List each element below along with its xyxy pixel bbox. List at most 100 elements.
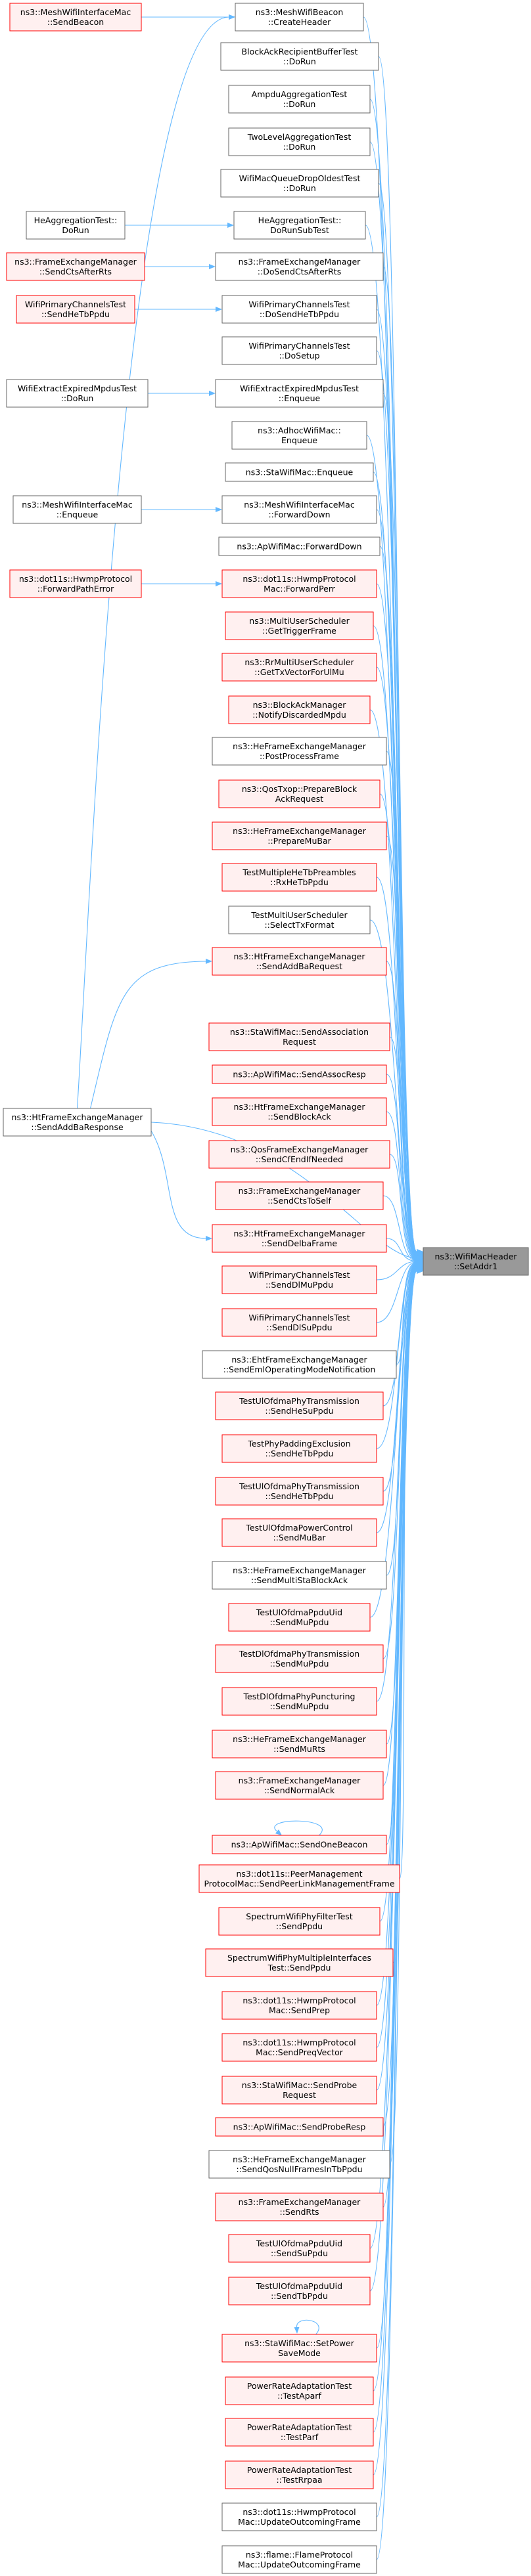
- node-label-line: ::SendSuPpdu: [271, 2248, 328, 2258]
- node-label-line: Test::SendPpdu: [267, 1963, 331, 1973]
- node-adhocenq[interactable]: ns3::AdhocWifiMac::Enqueue: [231, 421, 367, 450]
- node-htfemdelba[interactable]: ns3::HtFrameExchangeManager::SendDelbaFr…: [212, 1224, 387, 1253]
- node-flameupdate[interactable]: ns3::flame::FlameProtocolMac::UpdateOutc…: [221, 2545, 377, 2574]
- node-wifiextractdorun[interactable]: WifiExtractExpiredMpdusTest::DoRun: [6, 379, 149, 408]
- node-box: [218, 1907, 381, 1936]
- node-heaggdorun[interactable]: HeAggregationTest::DoRun: [26, 211, 126, 240]
- node-hwmppreq[interactable]: ns3::dot11s::HwmpProtocolMac::SendPreqVe…: [221, 2033, 377, 2062]
- node-htfemaddbaresp[interactable]: ns3::HtFrameExchangeManager::SendAddBaRe…: [3, 1108, 152, 1137]
- node-blockackbuf[interactable]: BlockAckRecipientBufferTest::DoRun: [220, 42, 379, 71]
- node-staenq[interactable]: ns3::StaWifiMac::Enqueue: [225, 462, 374, 482]
- node-apfwd[interactable]: ns3::ApWifiMac::ForwardDown: [218, 536, 381, 556]
- node-hwmpfwdperr[interactable]: ns3::dot11s::HwmpProtocol::ForwardPathEr…: [9, 569, 142, 598]
- edge-qosfemcfend: [389, 1154, 423, 1263]
- node-label-line: PowerRateAdaptationTest: [247, 2422, 352, 2432]
- node-label-line: ::SendBlockAck: [267, 1112, 331, 1122]
- node-testdlofdmmu[interactable]: TestDlOfdmaPhyTransmission::SendMuPpdu: [215, 1644, 384, 1673]
- node-htfemaddba[interactable]: ns3::HtFrameExchangeManager::SendAddBaRe…: [212, 947, 387, 976]
- node-meshenq[interactable]: ns3::MeshWifiInterfaceMac::Enqueue: [12, 495, 142, 524]
- node-label-line: BlockAckRecipientBufferTest: [242, 47, 358, 56]
- node-wpcdosend[interactable]: WifiPrimaryChannelsTest::DoSendHeTbPpdu: [221, 295, 377, 324]
- node-hefemqosnull[interactable]: ns3::HeFrameExchangeManager::SendQosNull…: [208, 2150, 390, 2179]
- node-label-line: WifiPrimaryChannelsTest: [248, 341, 350, 351]
- node-mususched[interactable]: ns3::MultiUserScheduler::GetTriggerFrame: [225, 611, 374, 640]
- node-wpcsendhetb[interactable]: WifiPrimaryChannelsTest::SendHeTbPpdu: [16, 295, 135, 324]
- node-label-line: ::SendMuPpdu: [270, 1701, 329, 1711]
- node-hefempost[interactable]: ns3::HeFrameExchangeManager::PostProcess…: [212, 737, 387, 766]
- node-peerlink[interactable]: ns3::dot11s::PeerManagementProtocolMac::…: [198, 1864, 400, 1893]
- node-hefemmultista[interactable]: ns3::HeFrameExchangeManager::SendMultiSt…: [212, 1561, 387, 1590]
- node-ehtfememlsr[interactable]: ns3::EhtFrameExchangeManager::SendEmlOpe…: [202, 1350, 397, 1379]
- node-patAparf[interactable]: PowerRateAdaptationTest::TestAparf: [225, 2376, 374, 2405]
- node-label-line: ns3::ApWifiMac::SendOneBeacon: [231, 1840, 368, 1850]
- node-twolevel[interactable]: TwoLevelAggregationTest::DoRun: [228, 127, 371, 156]
- node-box: [208, 1022, 390, 1051]
- node-label-line: ::SendEmlOperatingModeNotification: [223, 1364, 376, 1374]
- node-box: [215, 1477, 384, 1506]
- node-box: [221, 1687, 377, 1716]
- node-label-line: ::TestRrpaa: [276, 2475, 322, 2485]
- node-blockackmgr[interactable]: ns3::BlockAckManager::NotifyDiscardedMpd…: [228, 695, 371, 724]
- node-spectrumfilter[interactable]: SpectrumWifiPhyFilterTest::SendPpdu: [218, 1907, 381, 1936]
- node-patRrpaa[interactable]: PowerRateAdaptationTest::TestRrpaa: [225, 2460, 374, 2489]
- node-femrts[interactable]: ns3::FrameExchangeManager::SendRts: [215, 2193, 384, 2221]
- node-box: [221, 1308, 377, 1337]
- node-testmultihe[interactable]: TestMultipleHeTbPreambles::RxHeTbPpdu: [221, 863, 377, 892]
- node-ampduagg[interactable]: AmpduAggregationTest::DoRun: [228, 85, 371, 114]
- node-apassoc[interactable]: ns3::ApWifiMac::SendAssocResp: [212, 1064, 387, 1084]
- node-wifiextractenq[interactable]: WifiExtractExpiredMpdusTest::Enqueue: [215, 379, 384, 408]
- node-patParf[interactable]: PowerRateAdaptationTest::TestParf: [225, 2418, 374, 2447]
- node-label-line: ns3::WifiMacHeader: [434, 1252, 517, 1261]
- node-target[interactable]: ns3::WifiMacHeader::SetAddr1: [423, 1247, 529, 1276]
- node-htfemblock[interactable]: ns3::HtFrameExchangeManager::SendBlockAc…: [212, 1097, 387, 1126]
- node-rrmu[interactable]: ns3::RrMultiUserScheduler::GetTxVectorFo…: [221, 653, 377, 682]
- node-testulsu[interactable]: TestUlOfdmaPpduUid::SendSuPpdu: [228, 2234, 371, 2263]
- node-label-line: ns3::QosTxop::PrepareBlock: [242, 784, 358, 794]
- node-testulofdmhetb[interactable]: TestUlOfdmaPhyTransmission::SendHeTbPpdu: [215, 1477, 384, 1506]
- node-meshsendbeacon[interactable]: ns3::MeshWifiInterfaceMac::SendBeacon: [9, 3, 142, 32]
- node-box: [228, 2277, 371, 2305]
- node-box: [215, 379, 384, 408]
- node-meshfwd[interactable]: ns3::MeshWifiInterfaceMac::ForwardDown: [221, 495, 377, 524]
- node-approbe[interactable]: ns3::ApWifiMac::SendProbeResp: [215, 2117, 384, 2137]
- node-hwmpupdate[interactable]: ns3::dot11s::HwmpProtocolMac::UpdateOutc…: [221, 2502, 377, 2531]
- node-label-line: ::GetTriggerFrame: [262, 626, 336, 636]
- node-testulpower[interactable]: TestUlOfdmaPowerControl::SendMuBar: [221, 1518, 377, 1547]
- node-femctsself[interactable]: ns3::FrameExchangeManager::SendCtsToSelf: [215, 1181, 384, 1210]
- node-femsendcts[interactable]: ns3::FrameExchangeManager::SendCtsAfterR…: [6, 252, 145, 281]
- node-testulppduuid[interactable]: TestUlOfdmaPpduUid::SendMuPpdu: [228, 1603, 371, 1632]
- node-label-line: ::DoSetup: [279, 351, 319, 360]
- node-testulofdmhesu[interactable]: TestUlOfdmaPhyTransmission::SendHeSuPpdu: [215, 1391, 384, 1420]
- node-box: [225, 462, 374, 482]
- node-wpcdlmu[interactable]: WifiPrimaryChannelsTest::SendDlMuPpdu: [221, 1265, 377, 1294]
- node-wpcsetup[interactable]: WifiPrimaryChannelsTest::DoSetup: [221, 336, 377, 365]
- node-testphypad[interactable]: TestPhyPaddingExclusion::SendHeTbPpdu: [221, 1434, 377, 1463]
- node-testultb[interactable]: TestUlOfdmaPpduUid::SendTbPpdu: [228, 2277, 371, 2305]
- node-box: [26, 211, 126, 240]
- node-testmusel[interactable]: TestMultiUserScheduler::SelectTxFormat: [228, 906, 371, 934]
- node-heaggsub[interactable]: HeAggregationTest::DoRunSubTest: [233, 211, 366, 240]
- node-label-line: ns3::dot11s::HwmpProtocol: [19, 574, 132, 584]
- node-label-line: ::SendMuRts: [273, 1744, 325, 1754]
- node-label-line: ::DoSendCtsAfterRts: [258, 267, 341, 276]
- node-femdosend[interactable]: ns3::FrameExchangeManager::DoSendCtsAfte…: [215, 252, 384, 281]
- node-wifimacqueue[interactable]: WifiMacQueueDropOldestTest::DoRun: [220, 169, 379, 198]
- node-hefemprep[interactable]: ns3::HeFrameExchangeManager::PrepareMuBa…: [212, 821, 387, 850]
- node-label-line: ::SendAddBaResponse: [31, 1122, 124, 1132]
- node-testdlpunct[interactable]: TestDlOfdmaPhyPuncturing::SendMuPpdu: [221, 1687, 377, 1716]
- node-hefemmurts[interactable]: ns3::HeFrameExchangeManager::SendMuRts: [212, 1730, 387, 1758]
- node-hwmpfwd[interactable]: ns3::dot11s::HwmpProtocolMac::ForwardPer…: [221, 569, 377, 598]
- node-femnormalack[interactable]: ns3::FrameExchangeManager::SendNormalAck: [215, 1771, 384, 1800]
- node-meshbeacon[interactable]: ns3::MeshWifiBeacon::CreateHeader: [235, 3, 364, 32]
- node-wpcdlsu[interactable]: WifiPrimaryChannelsTest::SendDlSuPpdu: [221, 1308, 377, 1337]
- node-spectrummulti[interactable]: SpectrumWifiPhyMultipleInterfacesTest::S…: [205, 1948, 394, 1977]
- node-qosfemcfend[interactable]: ns3::QosFrameExchangeManager::SendCfEndI…: [208, 1140, 390, 1169]
- node-aponebeacon[interactable]: ns3::ApWifiMac::SendOneBeacon: [212, 1835, 387, 1854]
- node-box: [221, 653, 377, 682]
